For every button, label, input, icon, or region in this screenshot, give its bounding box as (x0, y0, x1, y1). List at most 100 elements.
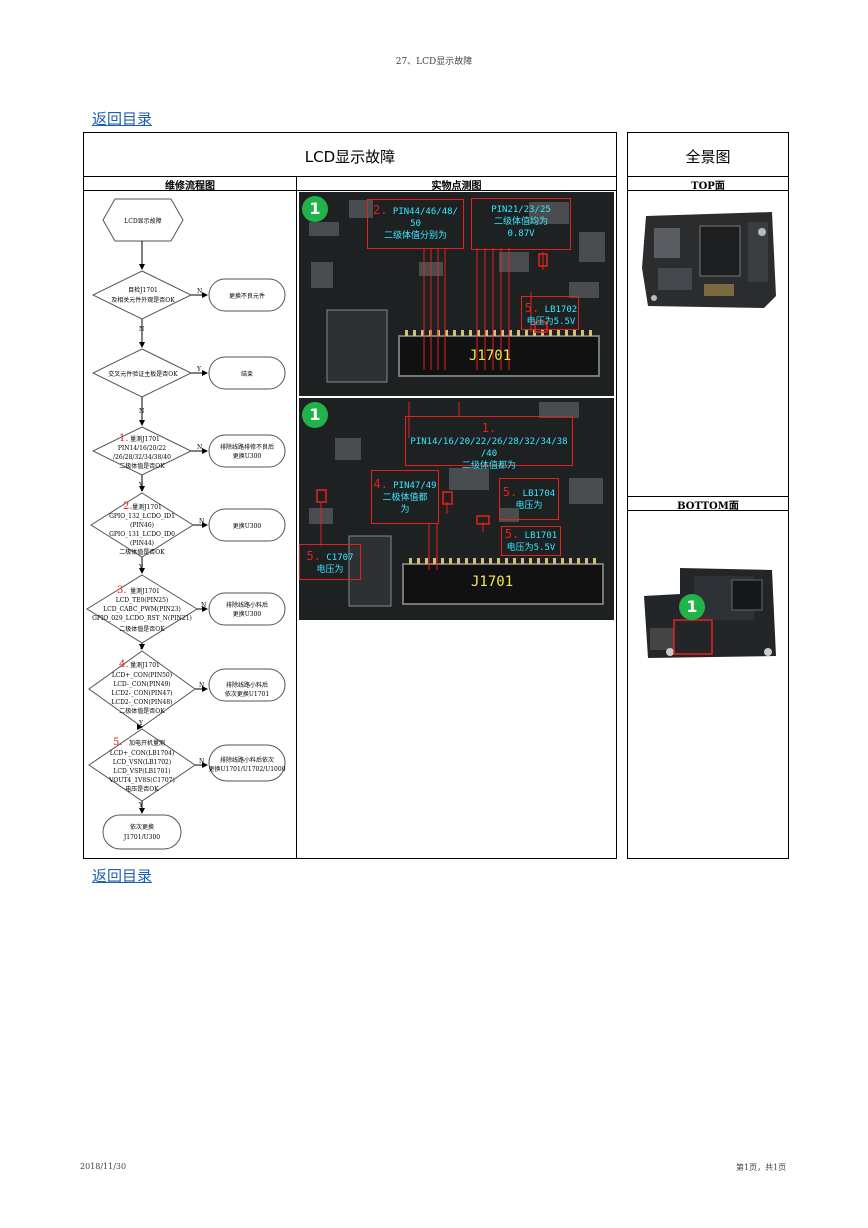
photo1-ann2-l3: 0.87V (507, 229, 535, 239)
photo1-ann2-l2: 二级体值均为 (493, 217, 548, 227)
photo1-ann3-l2: 电压为5.5V (526, 317, 576, 327)
flow-d5-l1: 量测J1701 (130, 587, 160, 595)
photo2-ann4-box (501, 526, 561, 556)
flow-d5-l5: 二极体值是否OK (119, 625, 165, 633)
photo2-ann2-num: 4. (373, 477, 388, 491)
photo2-ann4-l1: LB1701 (524, 531, 558, 541)
flow-d7-l2: LCD+_CON(LB1704) (110, 750, 175, 757)
photo2-ann2-box (371, 470, 439, 524)
photo2-marker: 1 (302, 402, 328, 428)
flow-d4-num: 2. (123, 501, 133, 512)
photo2-ann3-l2: 电压为 (515, 501, 543, 511)
flow-d7-num: 5. (113, 737, 123, 748)
column-divider (296, 177, 297, 858)
flow-d4-l2: GPIO_132_LCDO_ID1 (109, 513, 175, 520)
flow-a6-l2: 依次更换U1701 (225, 690, 269, 698)
flow-a3-l1: 排除线路排修不良后 (220, 443, 274, 451)
photo1-ann3-num: 5. (524, 301, 540, 315)
flow-start: LCD显示故障 (124, 217, 161, 225)
flow-d3-l1: 量测J1701 (130, 435, 160, 443)
measure-photo-1: 1 2. PIN44/46/48/ 50 二级体值分别为 PIN21/23/25… (299, 192, 614, 396)
flow-d4-l5: (PIN44) (130, 540, 154, 547)
flow-yes-7b: Y (138, 802, 144, 809)
measure-photo-2: 1 1. PIN14/16/20/22/26/28/32/34/38 /40 二… (299, 398, 614, 620)
flow-d5-l4: GPIO_029_LCDO_RST_N(PIN21) (92, 615, 192, 622)
photo2-ann1-num: 1. (481, 421, 497, 435)
photo2-ann5-l1: C1707 (326, 553, 354, 563)
flow-no-3: N (197, 444, 202, 451)
divider (628, 190, 788, 191)
flow-no-6: N (199, 682, 204, 689)
flow-a4: 更换U300 (233, 522, 262, 530)
photo1-ann1-num: 2. (373, 203, 388, 217)
flow-d4-l4: GPIO_131_LCDO_ID0 (109, 531, 175, 538)
top-face-label: TOP面 (691, 181, 725, 192)
photo1-ann3-box (521, 296, 579, 330)
flow-d4-l3: (PIN46) (130, 522, 154, 529)
flow-yes-6b: Y (138, 720, 144, 727)
flow-d4-l1: 量测J1701 (132, 503, 162, 511)
divider (628, 510, 788, 511)
flow-yes-2: Y (196, 366, 202, 373)
flow-d1-line1: 目检J1701 (128, 286, 158, 294)
flow-a2: 结束 (241, 370, 253, 378)
photo1-ann1-box (367, 199, 464, 249)
flow-d5-l2: LCD_TE0(PIN25) (116, 597, 169, 604)
photo2-ann3: 5. LB1704 电压为 (501, 486, 557, 512)
flow-no-2b: N (139, 408, 144, 415)
photo2-ann3-l1: LB1704 (522, 489, 556, 499)
flow-a1: 更换不良元件 (229, 292, 265, 300)
back-to-contents-link-bottom[interactable]: 返回目录 (92, 867, 153, 885)
flow-a3-l2: 更换U300 (233, 452, 262, 460)
photo1-ann1-l1: PIN44/46/48/ (392, 207, 458, 217)
page-header: 27、LCD显示故障 (395, 57, 473, 67)
table-title: LCD显示故障 (304, 148, 396, 166)
photo1-ann3: 5. LB1702 电压为5.5V (523, 302, 579, 328)
flow-d2: 交叉元件验证主板是否OK (108, 370, 178, 378)
flow-no-7: N (199, 758, 204, 765)
flow-no-5: N (201, 602, 206, 609)
flow-end-l2: J1701/U300 (123, 834, 160, 841)
flow-yes-5b: Y (138, 644, 144, 651)
flow-no-1b: N (139, 326, 144, 333)
bottom-face-label: BOTTOM面 (677, 501, 739, 512)
photo2-ann5-l2: 电压为 (316, 565, 344, 575)
repair-flowchart: LCD显示故障 目检J1701 及相关元件外观是否OK 更换不良元件 交叉元件验… (86, 198, 286, 850)
flow-a6-l1: 排除线路小料后 (226, 681, 268, 689)
photo2-ann4: 5. LB1701 电压为5.5V (503, 528, 559, 554)
overview-title: 全景图 (685, 148, 731, 166)
flow-d7-l3: LCD_VSN(LB1702) (113, 759, 171, 766)
photo2-ann5-box (299, 544, 361, 580)
footer-page: 第1页，共1页 (736, 1163, 787, 1172)
photo1-marker: 1 (302, 196, 328, 222)
back-to-contents-link-top[interactable]: 返回目录 (92, 110, 153, 128)
flow-no-4: N (199, 518, 204, 525)
flow-d3-num: 1. (119, 433, 129, 444)
photo2-ann2: 4. PIN47/49 二极体值都 为 (373, 478, 437, 516)
photo2-connector-label: J1701 (471, 574, 514, 590)
photo1-ann1: 2. PIN44/46/48/ 50 二级体值分别为 (369, 204, 462, 242)
flow-d6-l5: LCD2-_CON(PIN48) (112, 699, 173, 706)
photo2-ann5: 5. C1707 电压为 (301, 550, 359, 576)
photo2-ann3-box (499, 478, 559, 520)
flow-d6-num: 4. (119, 659, 129, 670)
photo2-ann4-num: 5. (504, 527, 520, 541)
photo2-ann1-l2: /40 (480, 449, 498, 459)
flow-no-1: N (197, 288, 202, 295)
divider (628, 496, 788, 497)
flow-d5-l3: LCD_CABC_PWM(PIN23) (103, 606, 181, 613)
flow-yes-3b: Y (138, 482, 144, 489)
col-header-measure: 实物点测图 (431, 181, 482, 192)
photo2-ann1-box (405, 416, 573, 466)
photo2-ann2-l1: PIN47/49 (393, 481, 437, 491)
photo1-ann1-l3: 二级体值分别为 (383, 231, 447, 241)
flow-d6-l2: LCD+_CON(PIN50) (112, 672, 172, 679)
flow-d6-l4: LCD2-_CON(PIN47) (112, 690, 173, 697)
photo2-ann1-l1: PIN14/16/20/22/26/28/32/34/38 (410, 437, 568, 447)
bottom-marker: 1 (679, 594, 705, 620)
flow-d6-l6: 二极体值是否OK (119, 707, 165, 715)
photo2-ann1-l3: 二级体值都为 (461, 461, 516, 471)
divider (84, 190, 616, 191)
photo1-connector-label: J1701 (469, 348, 512, 364)
photo2-ann4-l2: 电压为5.5V (506, 543, 556, 553)
